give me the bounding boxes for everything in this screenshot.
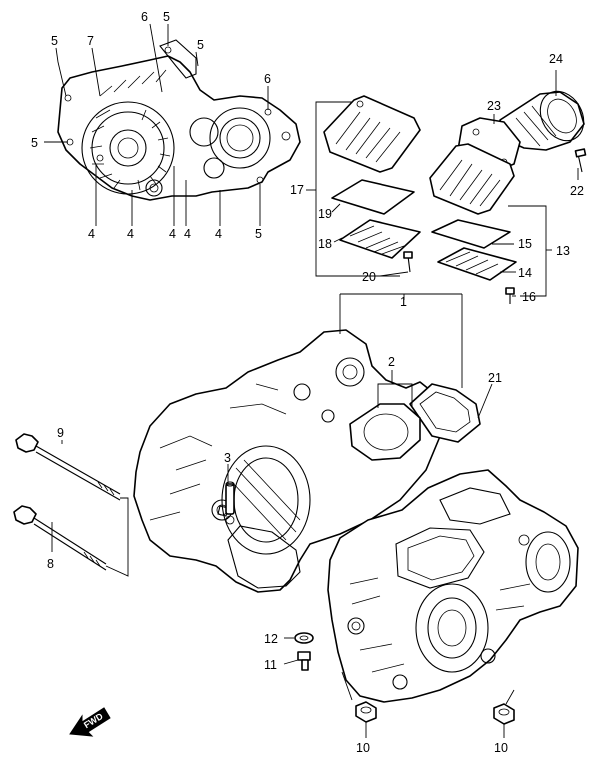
callout-4: 4 <box>215 227 222 241</box>
callout-11: 11 <box>264 658 277 672</box>
callout-24: 24 <box>549 52 563 66</box>
callout-5: 5 <box>51 34 58 48</box>
callout-20: 20 <box>362 270 376 284</box>
callout-23: 23 <box>487 99 501 113</box>
leader-lines <box>44 23 579 738</box>
callout-15: 15 <box>518 237 532 251</box>
callout-6: 6 <box>264 72 271 86</box>
callout-18: 18 <box>318 237 332 251</box>
callout-12: 12 <box>264 632 278 646</box>
callout-6: 6 <box>141 10 148 24</box>
callout-21: 21 <box>488 371 502 385</box>
small-fasteners <box>294 632 515 725</box>
callout-10: 10 <box>356 741 370 755</box>
callout-8: 8 <box>47 557 54 571</box>
callout-7: 7 <box>87 34 94 48</box>
callout-5: 5 <box>197 38 204 52</box>
callout-5: 5 <box>31 136 38 150</box>
forward-direction-arrow: FWD <box>69 707 111 737</box>
callout-13: 13 <box>556 244 570 258</box>
callout-5: 5 <box>255 227 262 241</box>
callout-16: 16 <box>522 290 536 304</box>
crankcase-bolts <box>13 433 121 571</box>
callout-4: 4 <box>88 227 95 241</box>
callout-4: 4 <box>169 227 176 241</box>
crankcase-cover <box>57 39 301 201</box>
crankcase-halves <box>133 329 579 703</box>
callout-9: 9 <box>57 426 64 440</box>
callout-14: 14 <box>518 266 532 280</box>
callout-labels: 5 7 6 5 5 6 5 4 4 4 4 4 5 24 23 22 17 19… <box>31 10 584 755</box>
callout-10: 10 <box>494 741 508 755</box>
callout-4: 4 <box>127 227 134 241</box>
callout-17: 17 <box>290 183 304 197</box>
callout-1: 1 <box>400 295 407 309</box>
reed-valve-assembly <box>323 90 587 304</box>
callout-2: 2 <box>388 355 395 369</box>
callout-5: 5 <box>163 10 170 24</box>
callout-3: 3 <box>224 451 231 465</box>
callout-19: 19 <box>318 207 332 221</box>
callout-22: 22 <box>570 184 584 198</box>
callout-4: 4 <box>184 227 191 241</box>
